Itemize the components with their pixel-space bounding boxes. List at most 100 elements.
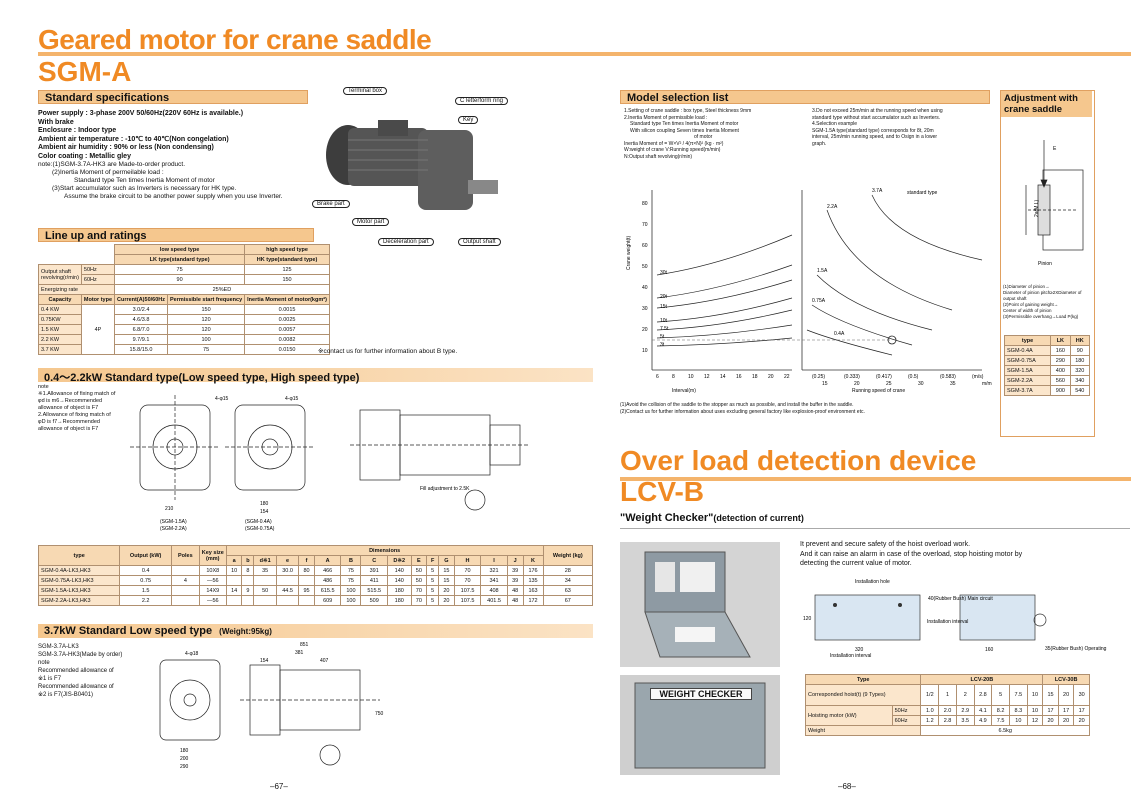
cell: 0.75KW: [38, 314, 82, 325]
adjust-drawing: E Pinion 2a(M.L): [1025, 140, 1084, 267]
cell: H: [453, 555, 482, 566]
graph-label: 5t: [660, 334, 665, 340]
cell: LK: [1050, 335, 1071, 346]
spec-line: Enclosure : Indoor type: [38, 127, 117, 134]
wc-title: "Weight Checker": [620, 512, 714, 524]
callout-c-ring: C letterform ring: [455, 97, 509, 105]
note-line: standard type without start accumulator …: [812, 114, 941, 121]
cell: f: [298, 555, 315, 566]
cell: [298, 595, 315, 606]
wc-label: 40(Rubber Bush) Main circuit: [928, 596, 993, 602]
cell: 321: [480, 565, 508, 576]
cell: 1/2: [920, 684, 940, 706]
graph-label: 20t: [660, 294, 668, 300]
cell: 60Hz: [891, 715, 922, 726]
wc-label: Installation interval: [830, 653, 871, 659]
cell: K: [522, 555, 544, 566]
overload-rule: [620, 477, 1131, 481]
cell: 4: [170, 575, 200, 586]
cell: [298, 575, 315, 586]
cell: 5: [426, 565, 440, 576]
cell: 7.5: [1008, 684, 1028, 706]
cell: E: [410, 555, 428, 566]
open-box-image: [644, 551, 751, 658]
cell: a: [225, 555, 243, 566]
graph-label: 35: [950, 381, 956, 387]
cell: 28: [542, 565, 594, 576]
cell: 20: [1073, 715, 1090, 726]
note-line: Recommended allowance of: [38, 668, 114, 674]
cell: Permissible start frequency: [166, 294, 246, 305]
cell: [253, 595, 277, 606]
cell: 320: [1069, 365, 1091, 376]
cell: 340: [1069, 375, 1091, 386]
note-line: (1)Diameter of pinion→: [1003, 284, 1050, 289]
cell: 70: [410, 595, 428, 606]
dim-label: 180: [180, 748, 189, 754]
note-line: Standard type Ten times Inertia Moment o…: [630, 121, 739, 127]
cell: 5: [426, 575, 440, 586]
dim-label: Fill adjustment to 2.5K: [420, 486, 470, 492]
graph-label: 8: [672, 374, 675, 380]
cell: 20: [1057, 715, 1075, 726]
cell: 15: [438, 565, 455, 576]
graph-label: 30: [918, 381, 924, 387]
note-line: (3)Permissible overhang→Load P(kg): [1003, 314, 1079, 319]
graph-label: 2.2A: [827, 204, 838, 210]
cell: 140: [386, 575, 412, 586]
cell: F: [426, 555, 440, 566]
note-line: allowance of object is F7: [38, 405, 99, 411]
contact-note: ※contact us for further information abou…: [318, 348, 458, 355]
cell: 35: [253, 565, 277, 576]
note-line: (2)Contact us for further information ab…: [620, 409, 865, 415]
cell: 80: [298, 565, 315, 576]
note-line: note: [38, 384, 49, 390]
motor-photo: [318, 100, 518, 240]
dim-label: 290: [180, 764, 189, 770]
cell: SGM-3.7A: [1003, 385, 1052, 396]
selection-graph: Crane weight(t) Interval(m) Running spee…: [626, 188, 992, 394]
cell: 0.0082: [244, 334, 330, 345]
desc-line: And it can raise an alarm in case of the…: [800, 550, 1023, 558]
cell: 20: [1042, 715, 1059, 726]
spec-note: note:(1)SGM-3.7A-HK3 are Made-to-order p…: [38, 161, 186, 168]
wc-drawing: Installation hole 40(Rubber Bush) Main c…: [803, 579, 1107, 659]
graph-label: 30: [642, 306, 648, 312]
cell: 560: [1050, 375, 1071, 386]
graph-label: (0.5): [908, 374, 919, 380]
model-heading: Model selection list: [620, 90, 990, 104]
cell: 30.0: [275, 565, 300, 576]
cell: [275, 595, 300, 606]
cell: 2.8: [973, 684, 993, 706]
cell: Output (kW): [119, 545, 172, 566]
cell: Capacity: [38, 294, 82, 305]
cell: 5: [426, 585, 440, 596]
cell: 391: [360, 565, 388, 576]
cell: 15: [1042, 684, 1059, 706]
cell: 2: [955, 684, 975, 706]
cell: B: [340, 555, 362, 566]
cell: 1.0: [920, 705, 940, 716]
cell: 900: [1050, 385, 1071, 396]
cell: 30: [1073, 684, 1090, 706]
spec-note: Standard type Ten times Inertia Moment o…: [74, 177, 215, 184]
note-line: ※2 is F7(JIS-B0401): [38, 692, 94, 698]
dim-label: 851: [300, 642, 309, 648]
cell: 8.2: [991, 705, 1010, 716]
cell: 10: [1008, 715, 1028, 726]
graph-label: 70: [642, 222, 648, 228]
page-title: Geared motor for crane saddle: [38, 24, 432, 55]
cell: 20: [438, 585, 455, 596]
graph-x-label-right: Running speed of crane: [852, 388, 905, 394]
cell: 341: [480, 575, 508, 586]
dim-label: (SGM-0.4A): [245, 519, 272, 525]
cell: 2.2: [119, 595, 172, 606]
model-notes-right: 3.Do not exceed 25m/min at the running s…: [812, 108, 992, 147]
cell: 0.0057: [244, 324, 330, 335]
cell: 50: [253, 585, 277, 596]
spec-list: Power supply : 3-phase 200V 50/60Hz(220V…: [38, 110, 338, 201]
